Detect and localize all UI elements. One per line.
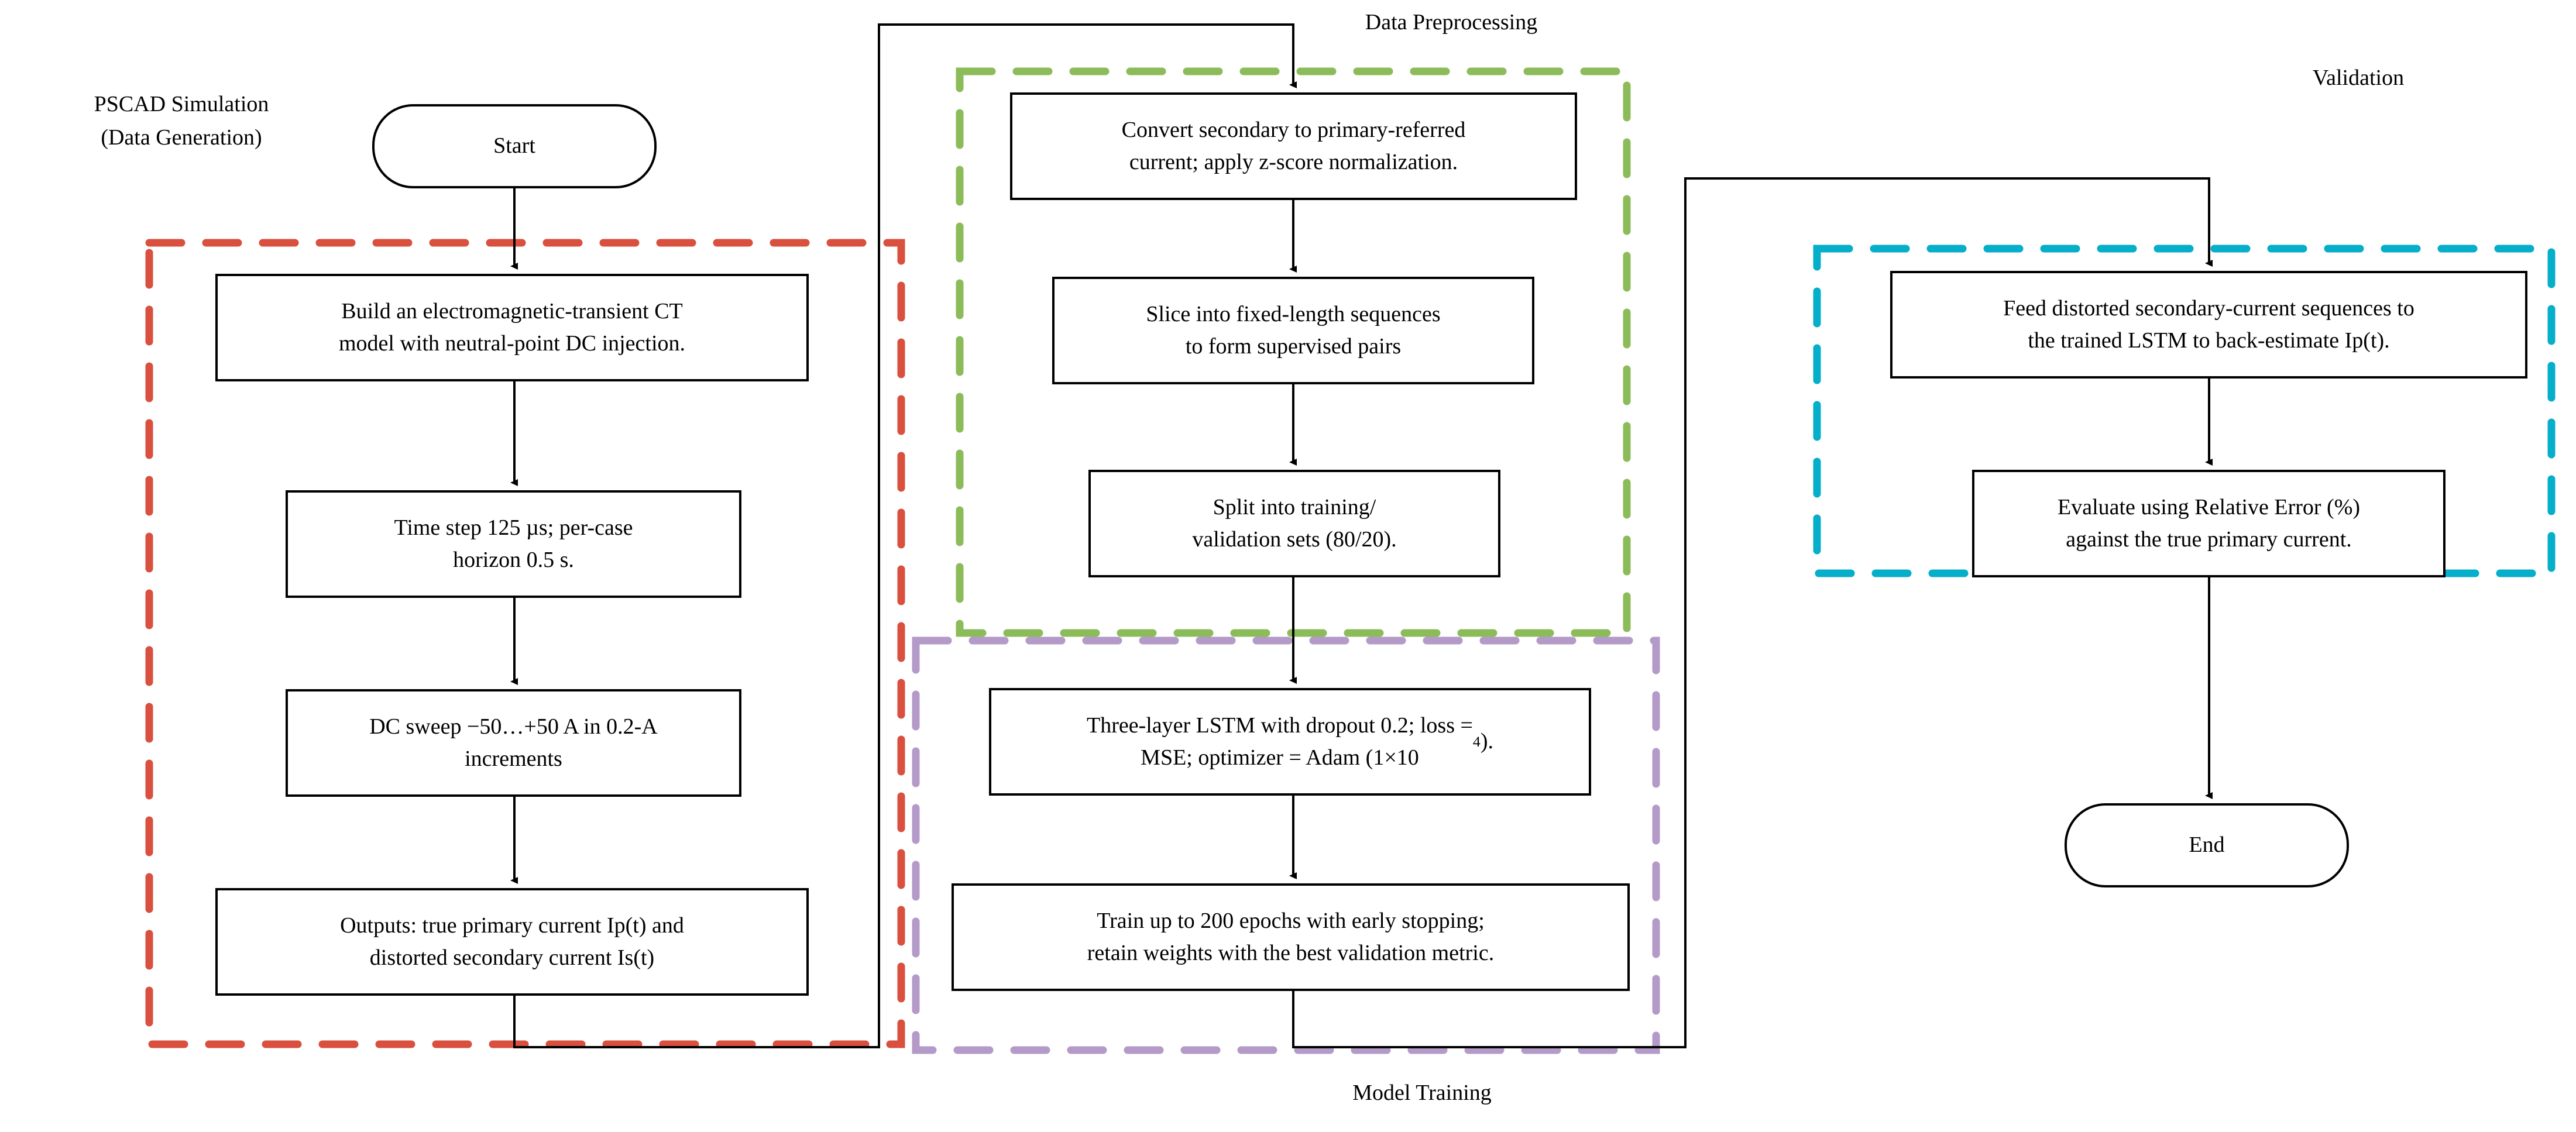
group-label-pscad: PSCAD Simulation (Data Generation) xyxy=(94,92,269,150)
node-shape-outputs[interactable] xyxy=(215,888,809,996)
node-label-start[interactable]: Start xyxy=(493,133,535,159)
connector-outputs-to-convert xyxy=(513,23,1297,1048)
node-shape-split[interactable] xyxy=(1088,470,1500,577)
node-label-feed[interactable]: Feed distorted secondary-current sequenc… xyxy=(2003,295,2414,353)
node-label-dc-sweep[interactable]: DC sweep −50…+50 A in 0.2-A increments xyxy=(369,714,658,771)
group-label-training: Model Training xyxy=(1352,1081,1492,1105)
node-shape-time-step[interactable] xyxy=(286,490,741,598)
group-label-preprocessing: Data Preprocessing xyxy=(1365,10,1538,35)
node-shape-feed[interactable] xyxy=(1890,271,2527,379)
node-shape-lstm-arch[interactable] xyxy=(989,688,1591,796)
node-label-convert[interactable]: Convert secondary to primary-referred cu… xyxy=(1121,117,1466,174)
group-label-validation: Validation xyxy=(2312,66,2405,90)
group-box-pscad xyxy=(145,239,905,1048)
node-label-outputs[interactable]: Outputs: true primary current Ip(t) and … xyxy=(340,913,684,970)
connector-train-to-feed xyxy=(1292,177,2213,1048)
node-shape-build-model[interactable] xyxy=(215,274,809,381)
node-label-split[interactable]: Split into training/ validation sets (80… xyxy=(1192,494,1397,552)
node-shape-dc-sweep[interactable] xyxy=(286,689,741,797)
node-label-slice[interactable]: Slice into fixed-length sequences to for… xyxy=(1146,301,1441,359)
node-label-train[interactable]: Train up to 200 epochs with early stoppi… xyxy=(1087,908,1495,965)
node-label-lstm-arch[interactable]: Three-layer LSTM with dropout 0.2; loss … xyxy=(1086,713,1493,770)
node-label-time-step[interactable]: Time step 125 µs; per-case horizon 0.5 s… xyxy=(394,515,633,572)
node-label-evaluate[interactable]: Evaluate using Relative Error (%) agains… xyxy=(2057,494,2361,552)
node-label-end[interactable]: End xyxy=(2189,832,2225,858)
node-shape-train[interactable] xyxy=(952,883,1630,991)
node-shape-end[interactable] xyxy=(2065,803,2349,887)
node-shape-slice[interactable] xyxy=(1052,277,1534,384)
group-box-training xyxy=(912,636,1660,1054)
node-shape-convert[interactable] xyxy=(1010,92,1577,200)
node-shape-evaluate[interactable] xyxy=(1972,470,2446,577)
node-label-build-model[interactable]: Build an electromagnetic-transient CT mo… xyxy=(338,298,686,356)
